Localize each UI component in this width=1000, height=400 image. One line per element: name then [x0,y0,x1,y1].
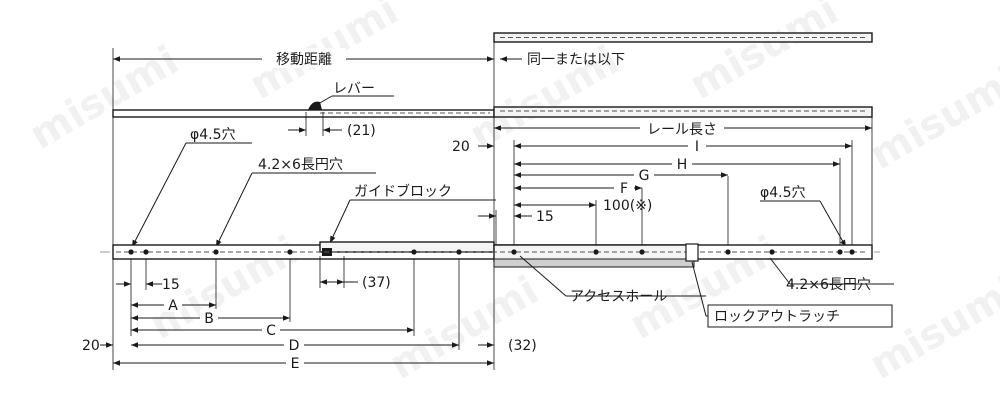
right-bottom-callouts: アクセスホール 4.2×6長円穴 ロックアウトラッチ [519,255,894,328]
left-hole-callouts: φ4.5穴 4.2×6長円穴 [131,127,376,248]
rail-length-dimension: レール長さ [494,117,873,252]
watermark-7: misumi [382,267,546,388]
hole-45-left-label: φ4.5穴 [190,127,236,143]
dim-G-label: G [639,168,650,184]
dim-100-label: 100(※) [603,198,652,214]
lockout-latch-label: ロックアウトラッチ [714,309,840,325]
dim-21-label: (21) [347,123,376,139]
dim-15-right-label: 15 [536,209,554,225]
access-hole-label: アクセスホール [570,289,667,305]
dim-37-label: (37) [362,275,391,291]
lever-callout: レバー (21) [288,81,394,139]
dim-E-label: E [291,356,300,372]
slot-right-label: 4.2×6長円穴 [786,277,871,293]
watermark-9: misumi [862,267,1000,388]
dim-32-label: (32) [508,338,537,354]
hole-45-right-label: φ4.5穴 [760,185,806,201]
dim-B-label: B [204,311,214,327]
dim-20-bottom-label: 20 [82,338,100,354]
guide-block-label: ガイドブロック [354,183,452,200]
dim-20-top-label: 20 [452,139,470,155]
travel-label: 移動距離 [276,51,332,68]
bottom-rail-assembly [100,241,880,268]
top-rail-body [493,32,873,43]
rail-length-label: レール長さ [647,122,717,138]
dim-H-label: H [677,157,688,173]
left-hole-dimensions: 15 A B C 20 D (32) E [82,259,537,372]
lever-label: レバー [333,81,375,97]
dim-A-label: A [168,298,178,314]
watermark-1: misumi [22,37,186,158]
dim-D-label: D [289,338,300,354]
guide-block-callout: ガイドブロック [329,183,496,244]
right-hole-dimensions: 20 I H G F 100(※) 15 [452,137,853,252]
watermark-4: misumi [682,0,846,109]
same-or-less-label: 同一または以下 [527,52,625,68]
dim-F-label: F [620,181,628,197]
dim-C-label: C [266,323,276,339]
right-hole-callout: φ4.5穴 [760,185,847,248]
dim-15-left-label: 15 [162,277,180,293]
travel-dimension: 移動距離 同一または以下 [112,42,625,252]
slot-left-label: 4.2×6長円穴 [258,157,343,173]
dim-37: (37) [319,256,391,291]
top-rail [493,32,873,43]
middle-rail-right [493,106,873,118]
middle-rail [112,101,873,118]
lockout-latch-part [685,243,699,262]
watermark-5: misumi [862,57,1000,178]
guide-block [319,241,495,253]
dim-I-label: I [695,139,699,155]
